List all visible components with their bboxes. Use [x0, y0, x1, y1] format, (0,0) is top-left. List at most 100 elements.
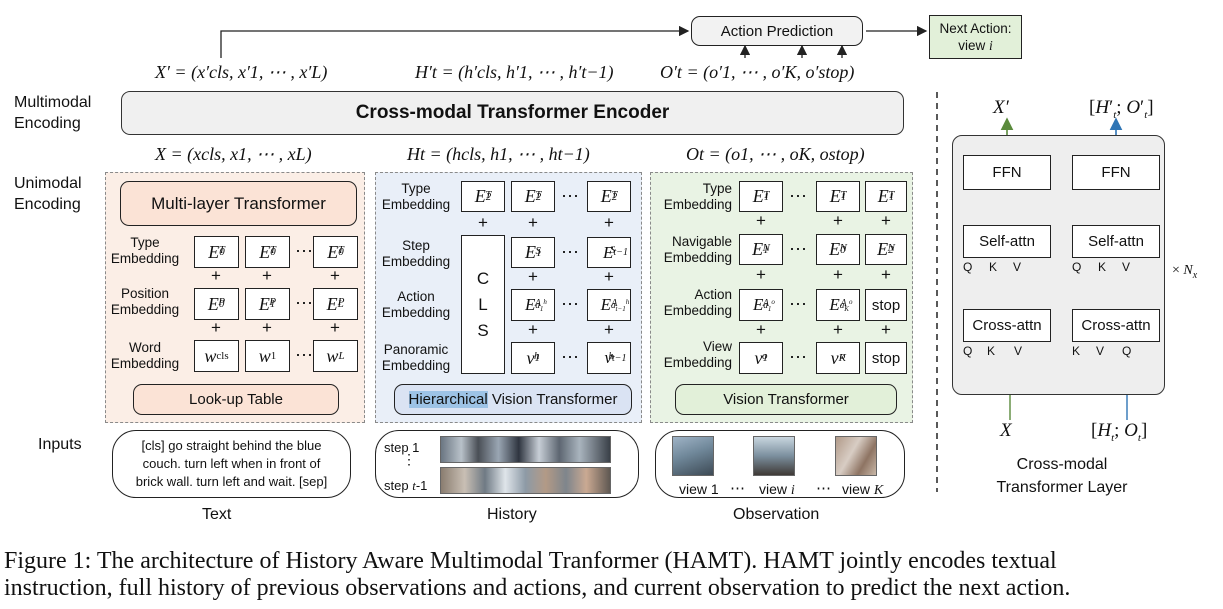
o-sequence: Ot = (o1, ⋯ , oK, ostop) — [686, 144, 865, 164]
ellipsis: ⋯ — [295, 241, 313, 261]
plus-sign: + — [756, 211, 766, 230]
plus-sign: + — [604, 213, 614, 232]
next-action-line1: Next Action: — [939, 21, 1012, 36]
obs-action-stop: stop — [865, 289, 907, 321]
h-sequence: Ht = (hcls, h1, ⋯ , ht−1) — [407, 144, 590, 164]
observation-view-k-label: view K — [842, 481, 884, 498]
ellipsis: ⋯ — [789, 239, 807, 259]
plus-sign: + — [262, 266, 272, 285]
inputs-label: Inputs — [38, 436, 82, 453]
times-nx-label: × Nx — [1172, 263, 1198, 281]
action-prediction-box: Action Prediction — [691, 16, 863, 46]
history-panorama-2 — [440, 467, 611, 494]
observation-view-k-image — [835, 436, 877, 476]
plus-sign: + — [604, 320, 614, 339]
text-column-label: Text — [202, 506, 232, 523]
plus-sign: + — [881, 320, 891, 339]
plus-sign: + — [211, 318, 221, 337]
plus-sign: + — [211, 266, 221, 285]
plus-sign: + — [881, 211, 891, 230]
ellipsis: ⋯ — [561, 347, 579, 367]
ellipsis: ⋯ — [730, 480, 745, 497]
figure-caption-line1: Figure 1: The architecture of History Aw… — [4, 548, 1057, 574]
plus-sign: + — [330, 318, 340, 337]
vertical-ellipsis: ⋮ — [402, 451, 416, 467]
plus-sign: + — [262, 318, 272, 337]
lookup-table-label: Look-up Table — [189, 391, 283, 408]
cross-attn-box-left: Cross-attn — [963, 309, 1051, 342]
plus-sign: + — [478, 213, 488, 232]
x-prime-sequence: X′ = (x′cls, x′1, ⋯ , x′L) — [155, 62, 328, 82]
cross-attn-box-right: Cross-attn — [1072, 309, 1160, 342]
ellipsis: ⋯ — [561, 242, 579, 262]
encoder-title: Cross-modal Transformer Encoder — [355, 102, 670, 123]
layer-x-prime: X′ — [993, 97, 1009, 118]
ellipsis: ⋯ — [295, 293, 313, 313]
lookup-table-box: Look-up Table — [133, 384, 339, 415]
figure-caption-line2: instruction, full history of previous ob… — [4, 575, 1071, 601]
self-attn-box-right: Self-attn — [1072, 225, 1160, 258]
plus-sign: + — [528, 320, 538, 339]
vision-transformer-label: Vision Transformer — [723, 391, 849, 408]
observation-view-1-image — [672, 436, 714, 476]
ellipsis: ⋯ — [789, 294, 807, 314]
ellipsis: ⋯ — [789, 186, 807, 206]
hierarchical-vision-transformer-box: Hierarchical Vision Transformer — [394, 384, 632, 415]
vision-transformer-box: Vision Transformer — [675, 384, 897, 415]
plus-sign: + — [881, 265, 891, 284]
ffn-box-left: FFN — [963, 155, 1051, 190]
observation-view1-label: view 1 — [679, 481, 719, 497]
cross-modal-encoder: Cross-modal Transformer Encoder — [121, 91, 904, 135]
action-prediction-label: Action Prediction — [720, 22, 834, 40]
hvt-label: Hierarchical Vision Transformer — [408, 391, 618, 408]
plus-sign: + — [756, 320, 766, 339]
history-panorama-1 — [440, 436, 611, 463]
observation-view-i-label: view i — [759, 481, 795, 498]
obs-view-stop: stop — [865, 342, 907, 374]
history-step-t1-label: step t-1 — [384, 478, 428, 493]
ellipsis: ⋯ — [816, 480, 831, 497]
layer-x-input: X — [1000, 420, 1012, 441]
plus-sign: + — [756, 265, 766, 284]
next-action-line2: view i — [958, 38, 993, 53]
history-step1-label: step 1 — [384, 440, 420, 455]
o-prime-sequence: O′t = (o′1, ⋯ , o′K, o′stop) — [660, 62, 855, 82]
observation-view-i-image — [753, 436, 795, 476]
plus-sign: + — [528, 213, 538, 232]
multi-layer-transformer-label: Multi-layer Transformer — [151, 193, 326, 213]
plus-sign: + — [833, 211, 843, 230]
h-prime-sequence: H′t = (h′cls, h′1, ⋯ , h′t−1) — [415, 62, 614, 82]
